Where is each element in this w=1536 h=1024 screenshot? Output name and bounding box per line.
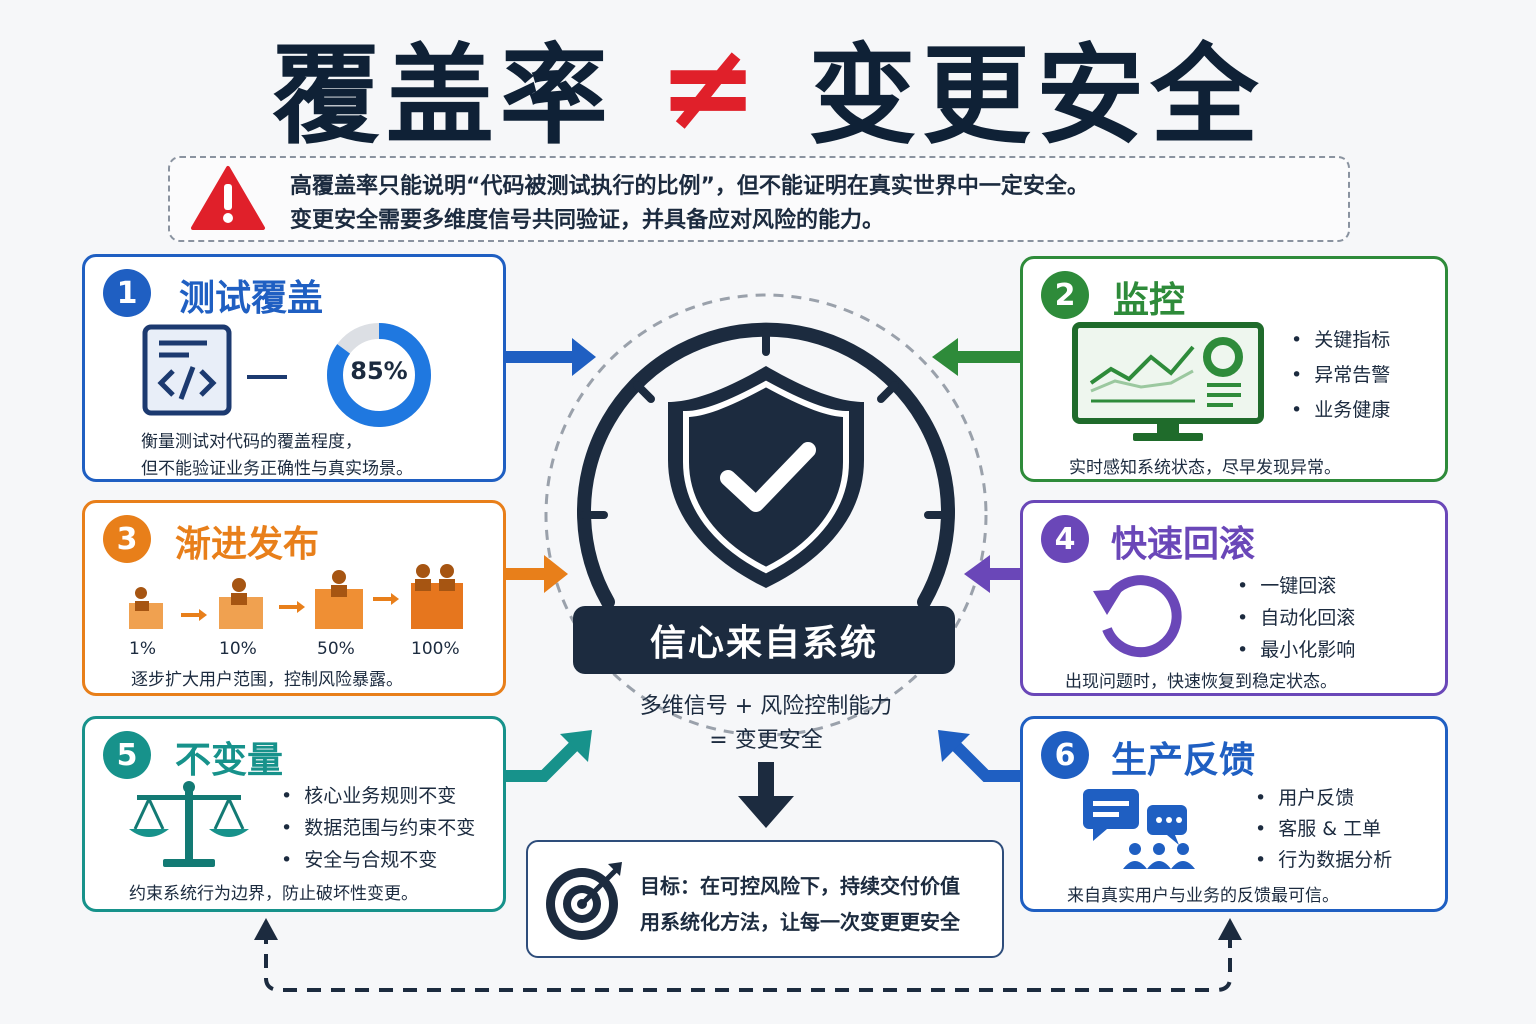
card-desc: 逐步扩大用户范围，控制风险暴露。 <box>131 670 403 690</box>
stage-label: 1% <box>129 639 156 659</box>
card-invariants: 5 不变量 核心业务规则不变 数据范围与约束不变 安全与合规不变 约束系统行为边… <box>82 716 506 912</box>
card-production-feedback: 6 生产反馈 用户反馈 客服 & 工单 行为数据分析 来自真实用户与业务的反馈最… <box>1020 716 1448 912</box>
bullet-item: 客服 & 工单 <box>1255 814 1381 841</box>
title-right: 变更安全 <box>808 34 1265 159</box>
code-document-icon <box>142 324 232 416</box>
arrow-from-rollback <box>964 555 1020 593</box>
shield-check-icon <box>668 366 864 588</box>
card-desc: 约束系统行为边界，防止破坏性变更。 <box>129 884 418 904</box>
card-desc: 来自真实用户与业务的反馈最可信。 <box>1067 886 1339 906</box>
card-monitoring: 2 监控 关键指标 异常告警 业务健康 实时感知系统状态，尽早发现异常。 <box>1020 256 1448 482</box>
chat-users-icon <box>1083 789 1195 869</box>
bullet-item: 一键回滚 <box>1237 571 1336 598</box>
balance-scale-icon <box>129 781 249 867</box>
card-number-badge: 3 <box>103 515 151 563</box>
card-desc-1: 衡量测试对代码的覆盖程度， <box>141 432 362 452</box>
coverage-donut <box>327 323 431 427</box>
goal-line-1: 目标：在可控风险下，持续交付价值 <box>640 874 960 898</box>
bullet-item: 核心业务规则不变 <box>281 781 456 808</box>
card-test-coverage: 1 测试覆盖 85% 衡量测试对代码的覆盖程度， 但不能验证业务正确性与真实场景… <box>82 254 506 482</box>
arrow-from-rollout <box>506 555 568 593</box>
card-number-badge: 5 <box>103 731 151 779</box>
refresh-arrow-icon <box>1093 575 1182 658</box>
bullet-item: 最小化影响 <box>1237 635 1355 662</box>
card-title: 监控 <box>1113 280 1186 321</box>
bullet-item: 自动化回滚 <box>1237 603 1355 630</box>
dash-separator <box>247 375 287 379</box>
page-title: 覆盖率 ≠ 变更安全 <box>0 18 1536 160</box>
center-label: 信心来自系统 <box>573 606 955 674</box>
card-number-badge: 6 <box>1041 731 1089 779</box>
card-number-badge: 2 <box>1041 271 1089 319</box>
monitor-chart-icon <box>1072 322 1264 441</box>
card-title: 快速回滚 <box>1111 524 1256 565</box>
bullet-item: 安全与合规不变 <box>281 845 437 872</box>
formula-line-1: 多维信号 + 风险控制能力 <box>639 694 893 719</box>
arrow-from-test <box>506 338 596 376</box>
warning-line-1: 高覆盖率只能说明“代码被测试执行的比例”，但不能证明在真实世界中一定安全。 <box>290 174 1089 199</box>
card-title: 不变量 <box>175 740 284 781</box>
arrow-from-monitor <box>932 338 1020 376</box>
card-desc-2: 但不能验证业务正确性与真实场景。 <box>141 459 413 479</box>
bullet-item: 行为数据分析 <box>1255 845 1392 872</box>
coverage-percent: 85% <box>350 357 408 385</box>
bullet-item: 关键指标 <box>1291 325 1390 352</box>
gauge-ticks <box>580 328 952 519</box>
target-icon <box>546 862 622 940</box>
bullet-item: 数据范围与约束不变 <box>281 813 475 840</box>
bullet-item: 用户反馈 <box>1255 783 1354 810</box>
stage-label: 10% <box>219 639 257 659</box>
card-number-badge: 4 <box>1041 515 1089 563</box>
not-equal-sign: ≠ <box>657 17 765 157</box>
card-title: 渐进发布 <box>175 524 320 565</box>
card-fast-rollback: 4 快速回滚 一键回滚 自动化回滚 最小化影响 出现问题时，快速恢复到稳定状态。 <box>1020 500 1448 696</box>
warning-box: 高覆盖率只能说明“代码被测试执行的比例”，但不能证明在真实世界中一定安全。 变更… <box>168 156 1350 242</box>
bullet-item: 业务健康 <box>1291 395 1390 422</box>
stage-label: 50% <box>317 639 355 659</box>
goal-box: 目标：在可控风险下，持续交付价值 用系统化方法，让每一次变更更安全 <box>526 840 1004 958</box>
card-title: 测试覆盖 <box>179 278 324 319</box>
stage-label: 100% <box>411 639 460 659</box>
gauge-arc <box>577 322 955 609</box>
bullet-item: 异常告警 <box>1291 360 1390 387</box>
warning-triangle-icon <box>191 166 265 230</box>
card-desc: 出现问题时，快速恢复到稳定状态。 <box>1065 672 1337 692</box>
goal-line-2: 用系统化方法，让每一次变更更安全 <box>640 910 960 934</box>
rollout-stages-icon <box>129 564 463 629</box>
warning-line-2: 变更安全需要多维度信号共同验证，并具备应对风险的能力。 <box>290 208 885 233</box>
card-title: 生产反馈 <box>1111 740 1256 781</box>
formula-line-2: = 变更安全 <box>709 728 823 753</box>
arrow-down-to-goal <box>738 762 794 828</box>
card-progressive-rollout: 3 渐进发布 1% 10% 50% 100% 逐步扩大用户范围，控制风险暴露。 <box>82 500 506 696</box>
card-number-badge: 1 <box>103 269 151 317</box>
title-left: 覆盖率 <box>271 34 614 159</box>
card-desc: 实时感知系统状态，尽早发现异常。 <box>1069 458 1341 478</box>
